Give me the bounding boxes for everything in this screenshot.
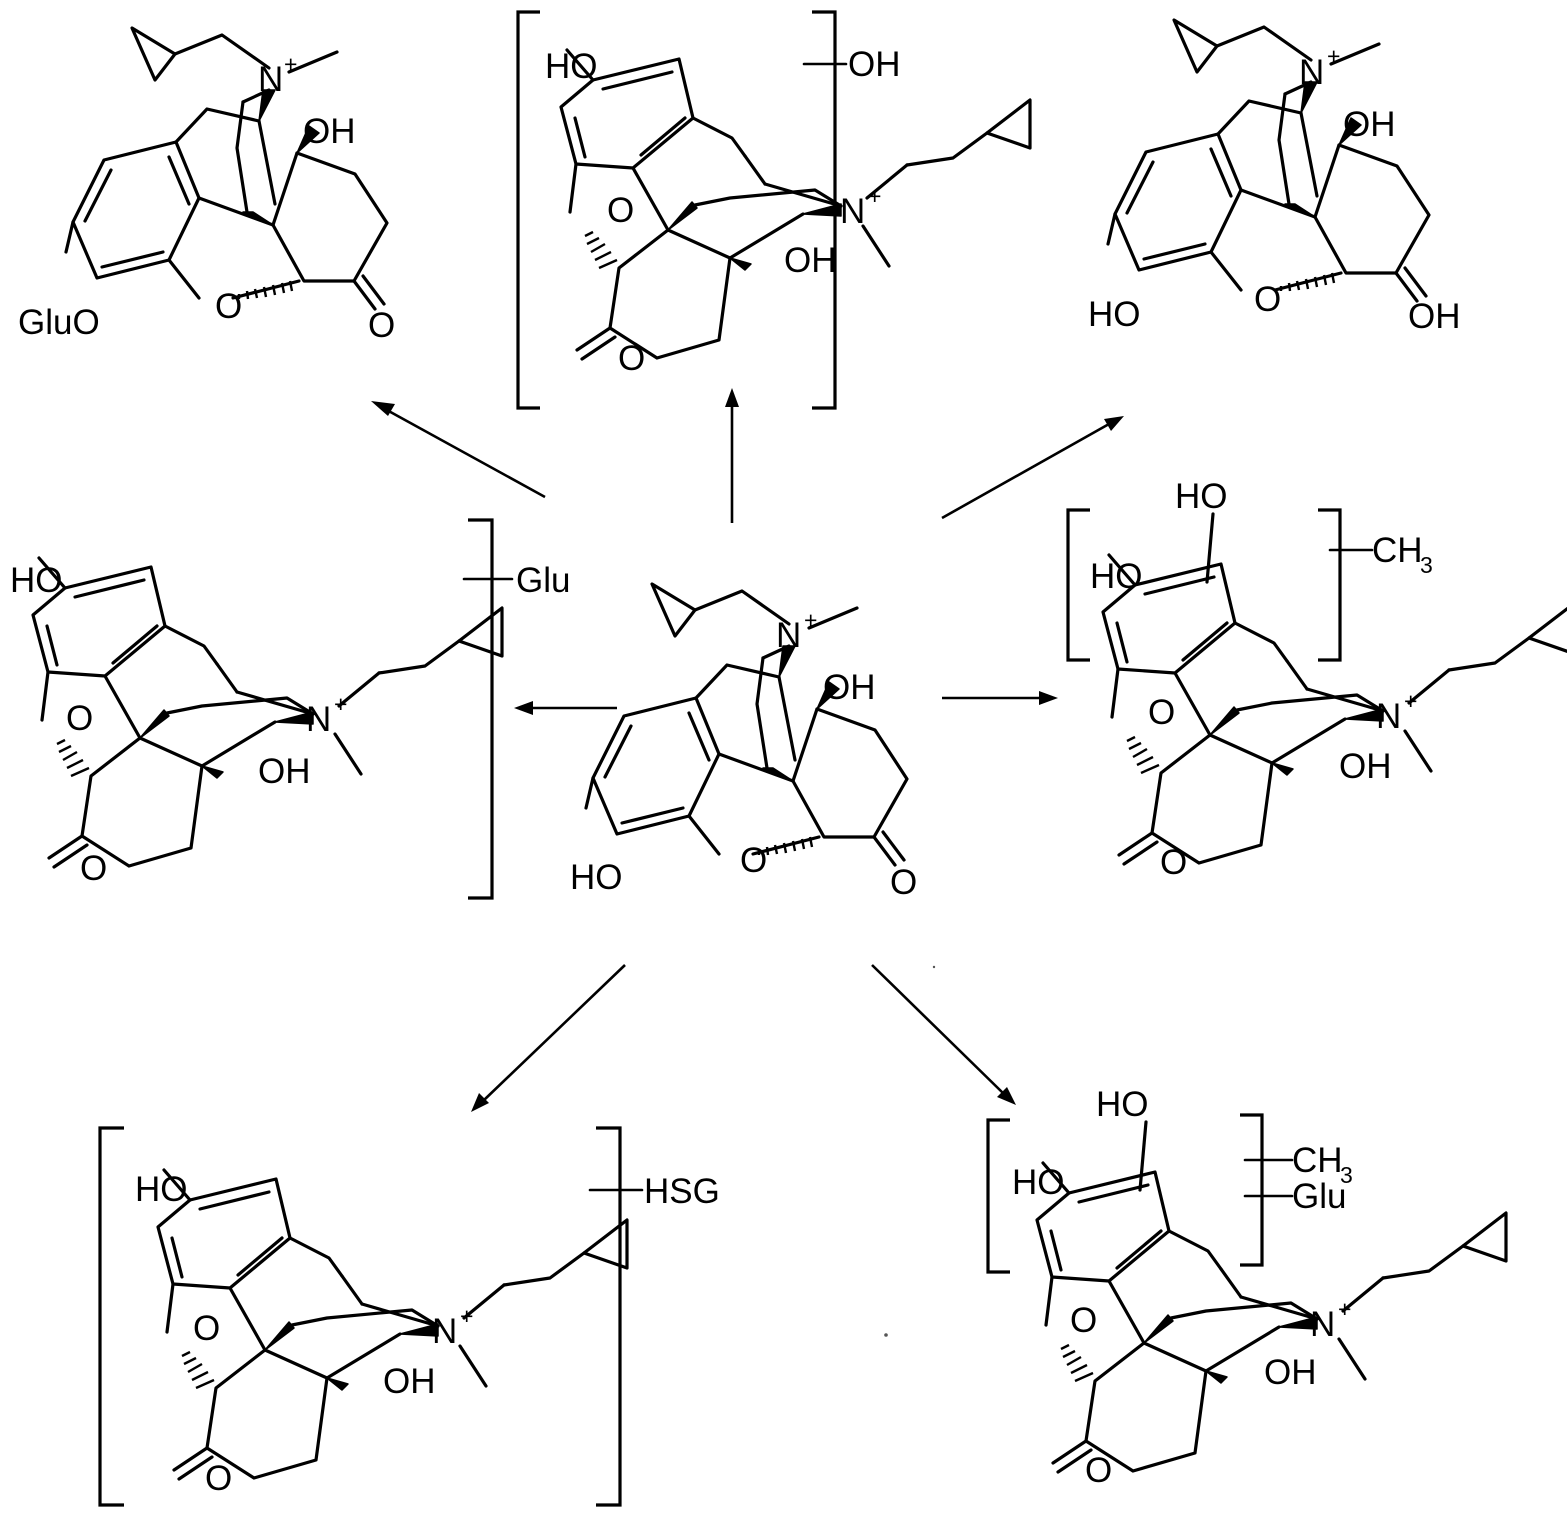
c14-hydroxyl: OH — [1343, 105, 1396, 144]
speck — [933, 966, 935, 968]
n-charge: + — [804, 607, 817, 633]
bracket-left — [518, 12, 540, 408]
substituent-hsg: HSG — [644, 1172, 720, 1211]
bracket-right — [468, 520, 492, 898]
n-charge: + — [1404, 688, 1417, 714]
n-charge: + — [284, 51, 297, 77]
c6-hydroxyl: OH — [1408, 297, 1461, 336]
n-atom: N — [1299, 53, 1324, 92]
bracket-right — [1240, 1115, 1262, 1265]
bracket-right — [1318, 510, 1340, 660]
c14-hydroxyl: OH — [784, 241, 837, 280]
c14-hydroxyl: OH — [823, 668, 876, 707]
arrow-to-top-left — [385, 409, 545, 497]
c3-hydroxyl: HO — [135, 1170, 188, 1209]
n-atom: N — [1310, 1305, 1335, 1344]
c3-hydroxyl: HO — [1090, 557, 1143, 596]
ketone-oxygen: O — [80, 849, 107, 888]
c14-hydroxyl: OH — [383, 1362, 436, 1401]
n-atom: N — [258, 60, 283, 99]
c14-hydroxyl: OH — [303, 112, 356, 151]
c14-hydroxyl: OH — [1264, 1353, 1317, 1392]
ketone-oxygen: O — [890, 863, 917, 902]
metabolite-3-glucuronide: N + OH GluO O O — [18, 28, 395, 345]
arrow-to-bottom-right — [872, 965, 1004, 1094]
n-atom: N — [306, 700, 331, 739]
furan-oxygen: O — [1148, 693, 1175, 732]
substituent-glu: Glu — [1292, 1177, 1346, 1216]
arrow-to-bottom-left — [483, 965, 625, 1101]
n-atom: N — [432, 1312, 457, 1351]
ketone-oxygen: O — [1085, 1451, 1112, 1490]
speck — [884, 1333, 888, 1337]
furan-oxygen: O — [193, 1309, 220, 1348]
ketone-oxygen: O — [618, 339, 645, 378]
c3-hydroxyl: HO — [10, 561, 63, 600]
ketone-oxygen: O — [205, 1459, 232, 1498]
c2-hydroxyl: HO — [1175, 477, 1228, 516]
bracket-right — [596, 1128, 620, 1505]
substituent-oh: OH — [848, 45, 901, 84]
c3-hydroxyl: HO — [1088, 295, 1141, 334]
n-charge: + — [1327, 43, 1340, 69]
n-charge: + — [334, 691, 347, 717]
reaction-arrows — [371, 388, 1124, 1112]
n-charge: + — [460, 1303, 473, 1329]
n-charge: + — [1338, 1296, 1351, 1322]
c3-hydroxyl: HO — [1012, 1163, 1065, 1202]
furan-oxygen: O — [740, 841, 767, 880]
arrow-to-top-right — [942, 424, 1109, 518]
metabolite-glucuronide: N + HO O OH O Glu — [10, 520, 570, 898]
ketone-oxygen: O — [368, 306, 395, 345]
furan-oxygen: O — [66, 699, 93, 738]
substituent-ch: CH — [1372, 531, 1423, 570]
metabolite-6-hydroxy: N + OH HO O OH — [1088, 20, 1461, 336]
n-atom: N — [1376, 697, 1401, 736]
glucuronide-ether: GluO — [18, 303, 100, 342]
substituent-glu: Glu — [516, 561, 570, 600]
furan-oxygen: O — [215, 287, 242, 326]
metabolite-glutathione: N + HO O OH O HSG — [100, 1128, 720, 1505]
c14-hydroxyl: OH — [258, 752, 311, 791]
c3-hydroxyl: HO — [545, 47, 598, 86]
furan-oxygen: O — [1070, 1301, 1097, 1340]
metabolite-catechol-methyl-glucuronide: N + HO HO O OH O CH 3 Glu — [988, 1085, 1506, 1490]
bracket-left — [1068, 510, 1090, 660]
n-atom: N — [776, 616, 801, 655]
n-atom: N — [840, 192, 865, 231]
n-charge: + — [868, 183, 881, 209]
bracket-left — [100, 1128, 124, 1505]
furan-oxygen: O — [1254, 280, 1281, 319]
substituent-sub3: 3 — [1420, 552, 1433, 578]
c3-hydroxyl: HO — [570, 858, 623, 897]
bracket-left — [988, 1120, 1010, 1272]
c14-hydroxyl: OH — [1339, 747, 1392, 786]
furan-oxygen: O — [607, 191, 634, 230]
substituent-ch: CH — [1292, 1141, 1343, 1180]
parent-compound: N + OH HO O O — [570, 584, 917, 902]
metabolite-hydroxylated: N + HO O OH O OH — [518, 12, 1030, 408]
metabolite-catechol-methyl: N + HO HO O OH O CH 3 — [1068, 477, 1567, 882]
ketone-oxygen: O — [1160, 843, 1187, 882]
c2-hydroxyl: HO — [1096, 1085, 1149, 1124]
